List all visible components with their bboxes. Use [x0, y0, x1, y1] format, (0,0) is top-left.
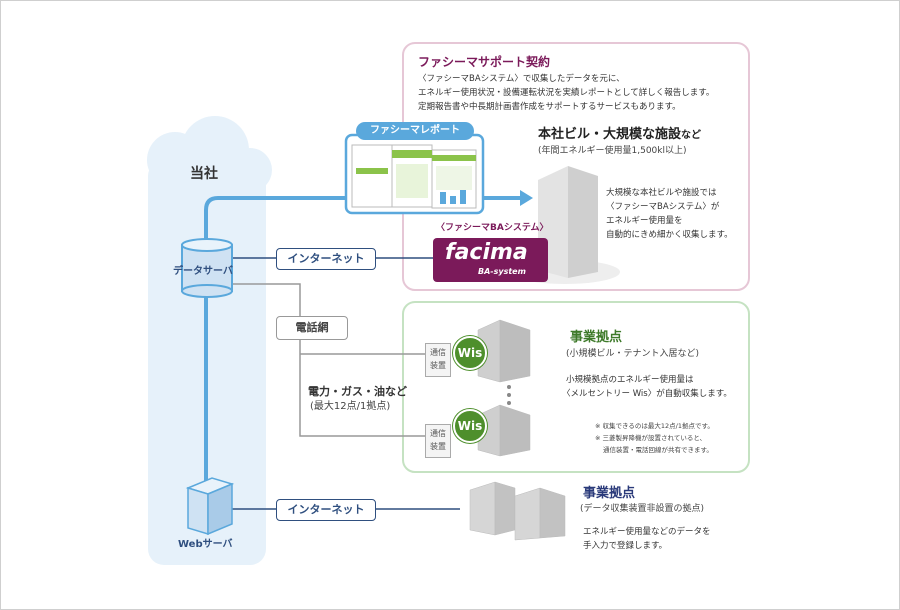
branch-manual-line-1: エネルギー使用量などのデータを [583, 527, 711, 537]
comm-device-2: 通信装置 [425, 424, 451, 458]
branch-manual-line-2: 手入力で登録します。 [583, 541, 668, 551]
report-title-badge: ファシーマレポート [356, 122, 474, 140]
web-server-graphic [185, 477, 235, 536]
branch-manual-sub: (データ収集装置非設置の拠点) [580, 504, 705, 514]
ba-system-caption: 〈ファシーマBAシステム〉 [436, 223, 549, 233]
data-server-label: データサーバ [173, 266, 233, 277]
comm-device-1: 通信装置 [425, 343, 451, 377]
internet-top-pill: インターネット [276, 248, 376, 270]
hq-line-2: 〈ファシーマBAシステム〉が [606, 202, 720, 212]
contract-title: ファシーマサポート契約 [418, 55, 551, 69]
hq-sub: (年間エネルギー使用量1,500kl以上) [538, 146, 687, 156]
branch-wis-note-1: ※ 収集できるのは最大12点/1拠点です。 [595, 422, 714, 430]
hq-line-3: エネルギー使用量を [606, 216, 683, 226]
measures-title: 電力・ガス・油など [308, 385, 407, 398]
contract-line-2: エネルギー使用状況・設備運転状況を実績レポートとして詳しく報告します。 [418, 88, 715, 98]
measures-sub: (最大12点/1拠点) [310, 401, 391, 412]
branch-wis-sub: (小規模ビル・テナント入居など) [566, 349, 700, 359]
branch-wis-note-2: ※ 三菱製昇降機が設置されていると、 [595, 434, 707, 442]
internet-bottom-pill: インターネット [276, 499, 376, 521]
branch-wis-line-2: 〈メルセントリー Wis〉が自動収集します。 [562, 389, 732, 399]
contract-line-3: 定期報告書や中長期計画書作成をサポートするサービスもあります。 [418, 102, 681, 112]
branch-building-1 [477, 319, 531, 383]
branch-manual-title: 事業拠点 [583, 486, 636, 501]
wis-badge-1: Wis [453, 336, 487, 370]
hq-title-suffix: など [681, 130, 702, 141]
hq-title-main: 本社ビル・大規模な施設 [538, 127, 682, 142]
web-server-label: Webサーバ [178, 539, 233, 550]
facima-logo-text: facima [445, 240, 528, 265]
report-arrow [520, 190, 533, 206]
report-link-line [204, 196, 522, 264]
manual-branch-buildings [469, 481, 566, 541]
branch-wis-title: 事業拠点 [570, 330, 623, 345]
hq-line-1: 大規模な本社ビルや施設では [606, 188, 717, 198]
company-title: 当社 [190, 166, 218, 182]
report-pages [351, 144, 477, 209]
contract-line-1: 〈ファシーマBAシステム〉で収集したデータを元に、 [418, 74, 625, 84]
phone-line-1 [232, 283, 427, 437]
ellipsis-dots [507, 385, 511, 405]
hq-title: 本社ビル・大規模な施設など [538, 128, 701, 141]
branch-wis-line-1: 小規模拠点のエネルギー使用量は [566, 375, 694, 385]
data-server-graphic [181, 238, 233, 298]
phone-network-pill: 電話網 [276, 316, 348, 340]
hq-line-4: 自動的にきめ細かく収集します。 [606, 230, 733, 240]
wis-badge-2: Wis [453, 409, 487, 443]
facima-logo-bg [433, 238, 548, 282]
branch-wis-note-3: 通信装置・電話回線が共有できます。 [603, 446, 713, 454]
facima-logo-sub: BA-system [478, 267, 526, 276]
